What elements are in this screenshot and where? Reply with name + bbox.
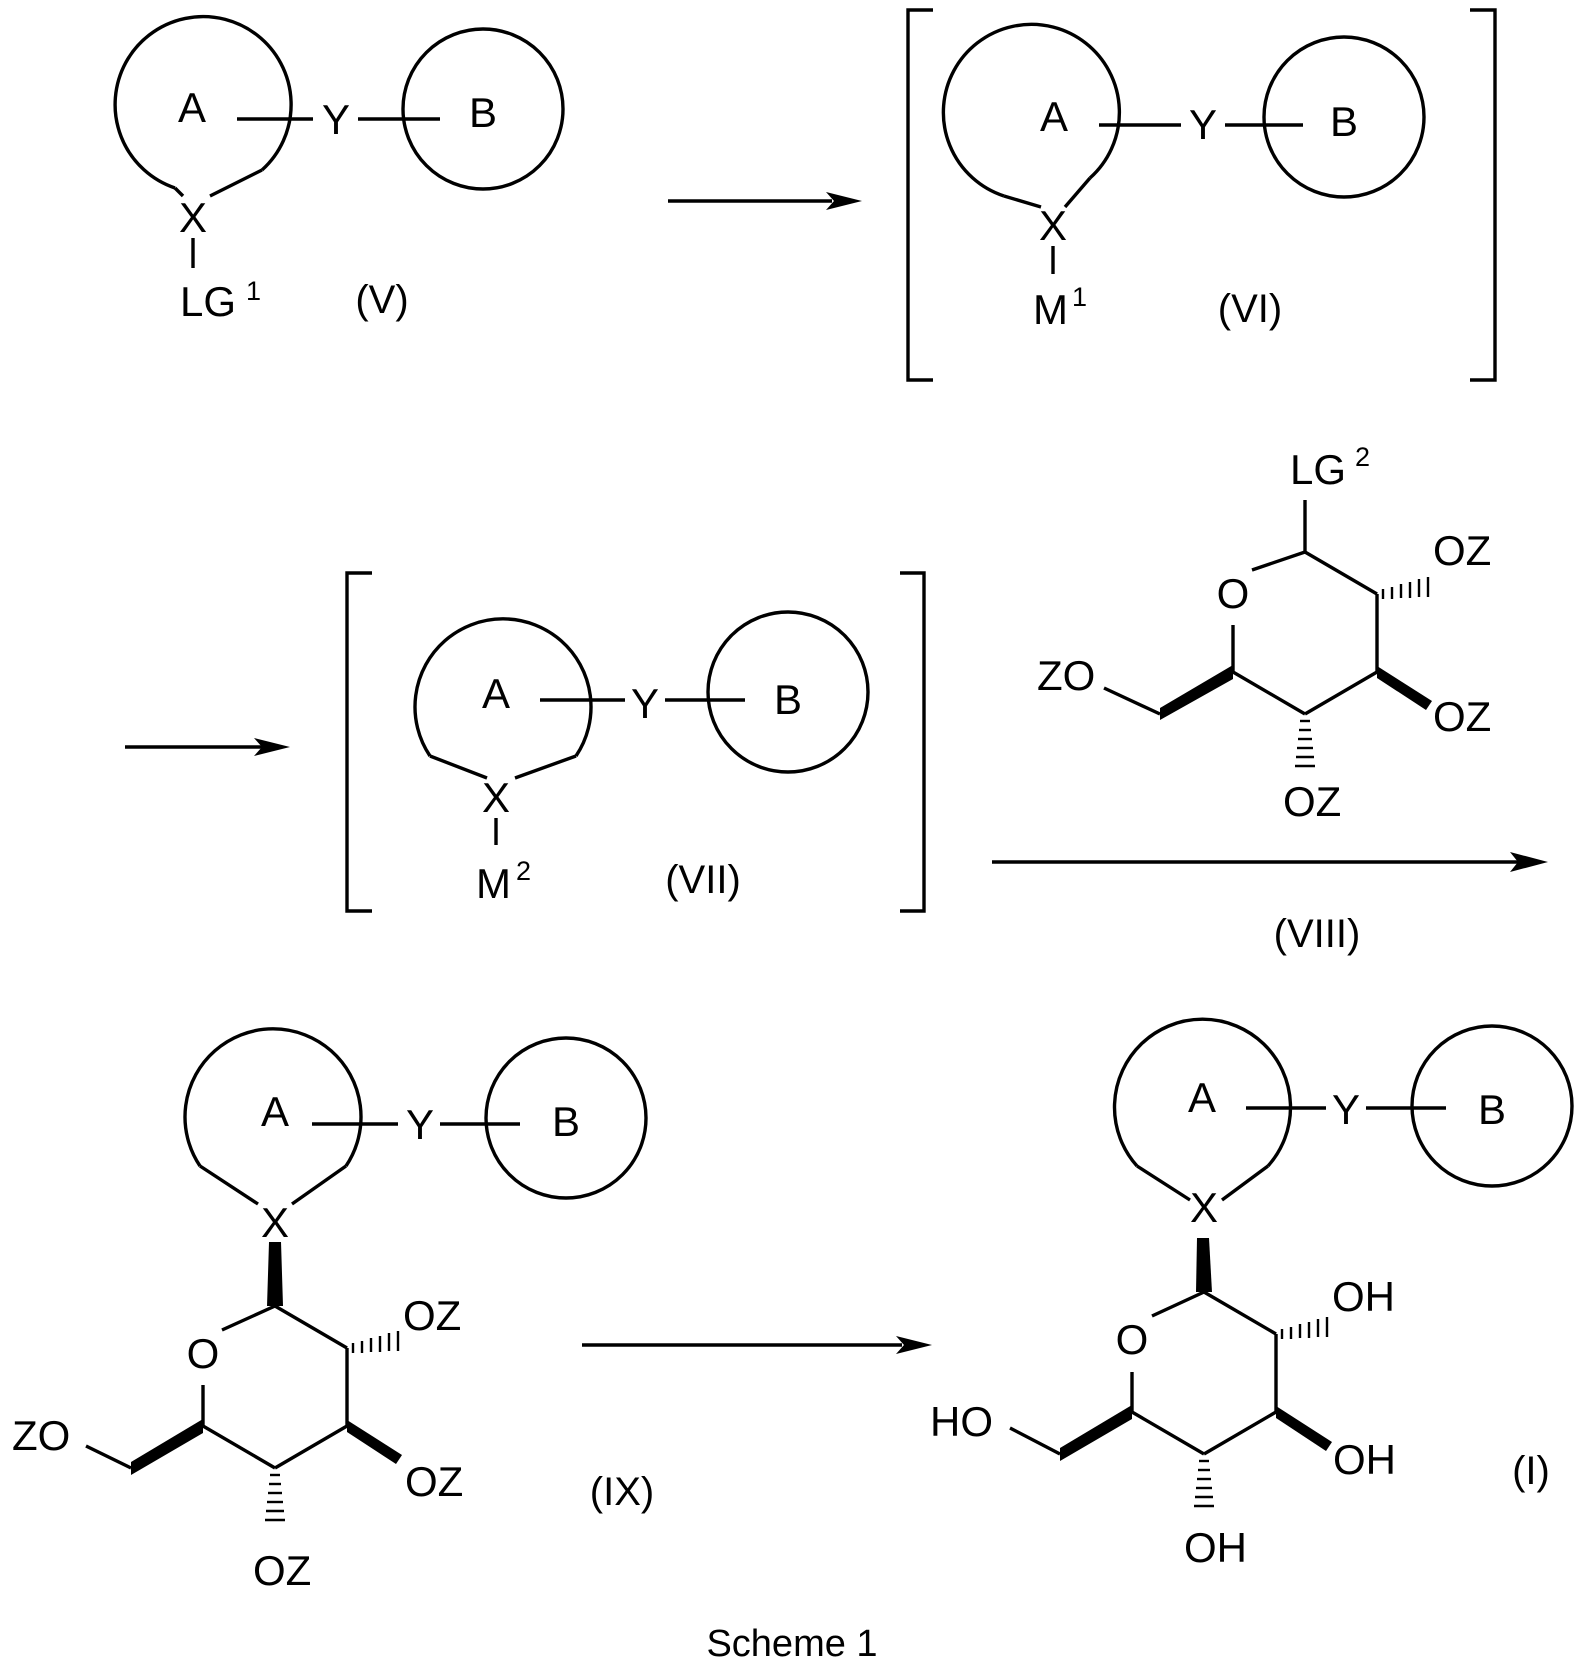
scheme-caption: Scheme 1 — [706, 1623, 877, 1665]
compound-i: A Y B X O OH OH OH HO (I) — [930, 1019, 1572, 1571]
oz-substituent: OZ — [403, 1292, 461, 1339]
wedge-bond — [267, 1242, 283, 1306]
oz-substituent: OZ — [1433, 693, 1491, 740]
ring-a-label: A — [1188, 1074, 1216, 1121]
oz-substituent: OZ — [253, 1547, 311, 1594]
wedge-bond — [1276, 1406, 1332, 1451]
hetero-x-label: X — [482, 774, 510, 821]
ring-b-label: B — [1330, 98, 1358, 145]
ho-substituent: HO — [930, 1398, 993, 1445]
ring-b-label: B — [552, 1098, 580, 1145]
compound-viii: O LG 2 OZ OZ OZ ZO (VIII) — [992, 442, 1548, 956]
linker-y-label: Y — [1189, 101, 1217, 148]
oh-substituent: OH — [1333, 1436, 1396, 1483]
ring-a-label: A — [178, 84, 206, 131]
hashed-bond — [265, 1475, 285, 1520]
oz-substituent: OZ — [1433, 527, 1491, 574]
linker-y-label: Y — [322, 96, 350, 143]
hetero-x-label: X — [1190, 1184, 1218, 1231]
compound-ix: A Y B X O OZ OZ OZ ZO (IX) — [12, 1029, 654, 1594]
leaving-group-label: LG — [1290, 446, 1346, 493]
compound-label-v: (V) — [355, 278, 408, 322]
ring-b-label: B — [1478, 1086, 1506, 1133]
compound-vi: A Y B X M 1 (VI) — [908, 10, 1495, 380]
bracket-right — [1470, 10, 1495, 380]
hashed-bond — [1383, 577, 1428, 599]
wedge-bond — [347, 1420, 402, 1464]
hashed-bond — [1194, 1461, 1214, 1506]
hetero-x-label: X — [179, 194, 207, 241]
ring-oxygen-label: O — [1217, 570, 1250, 617]
leaving-group-superscript: 2 — [1355, 442, 1370, 472]
leaving-group-superscript: 1 — [246, 276, 261, 306]
oh-substituent: OH — [1332, 1273, 1395, 1320]
linker-y-label: Y — [631, 680, 659, 727]
metal-superscript: 2 — [516, 856, 531, 886]
wedge-bond — [1160, 665, 1233, 720]
linker-y-label: Y — [406, 1101, 434, 1148]
oh-substituent: OH — [1184, 1524, 1247, 1571]
zo-substituent: ZO — [12, 1412, 70, 1459]
metal-superscript: 1 — [1072, 282, 1087, 312]
reaction-arrow-4 — [582, 1336, 932, 1354]
compound-label-ix: (IX) — [590, 1470, 654, 1514]
hashed-bond — [1282, 1317, 1327, 1339]
wedge-bond — [1196, 1238, 1212, 1292]
metal-label: M — [476, 860, 511, 907]
wedge-bond — [1060, 1405, 1132, 1461]
ring-oxygen-label: O — [1116, 1316, 1149, 1363]
compound-label-vii: (VII) — [665, 858, 741, 902]
hashed-bond — [1295, 721, 1315, 766]
compound-label-vi: (VI) — [1218, 287, 1282, 331]
ring-b-label: B — [774, 676, 802, 723]
reaction-arrow-2 — [125, 738, 290, 756]
bracket-right — [900, 573, 924, 911]
compound-vii: A Y B X M 2 (VII) — [347, 573, 924, 911]
wedge-bond — [1377, 666, 1432, 710]
ring-a-label: A — [1040, 93, 1068, 140]
ring-a-label: A — [261, 1088, 289, 1135]
compound-v: A Y B X LG 1 (V) — [115, 17, 563, 325]
ring-b-label: B — [469, 89, 497, 136]
hetero-x-label: X — [261, 1199, 289, 1246]
zo-substituent: ZO — [1037, 652, 1095, 699]
hashed-bond — [353, 1331, 398, 1353]
compound-label-i: (I) — [1512, 1449, 1550, 1493]
compound-label-viii: (VIII) — [1274, 912, 1361, 956]
bracket-left — [347, 573, 372, 911]
metal-label: M — [1033, 286, 1068, 333]
reaction-arrow-1 — [668, 192, 862, 210]
wedge-bond — [131, 1419, 203, 1475]
hetero-x-label: X — [1039, 202, 1067, 249]
oz-substituent: OZ — [405, 1458, 463, 1505]
oz-substituent: OZ — [1283, 778, 1341, 825]
ring-oxygen-label: O — [187, 1330, 220, 1377]
linker-y-label: Y — [1332, 1086, 1360, 1133]
ring-a-arc — [943, 24, 1119, 196]
leaving-group-label: LG — [180, 278, 236, 325]
ring-a-label: A — [482, 670, 510, 717]
bracket-left — [908, 10, 933, 380]
